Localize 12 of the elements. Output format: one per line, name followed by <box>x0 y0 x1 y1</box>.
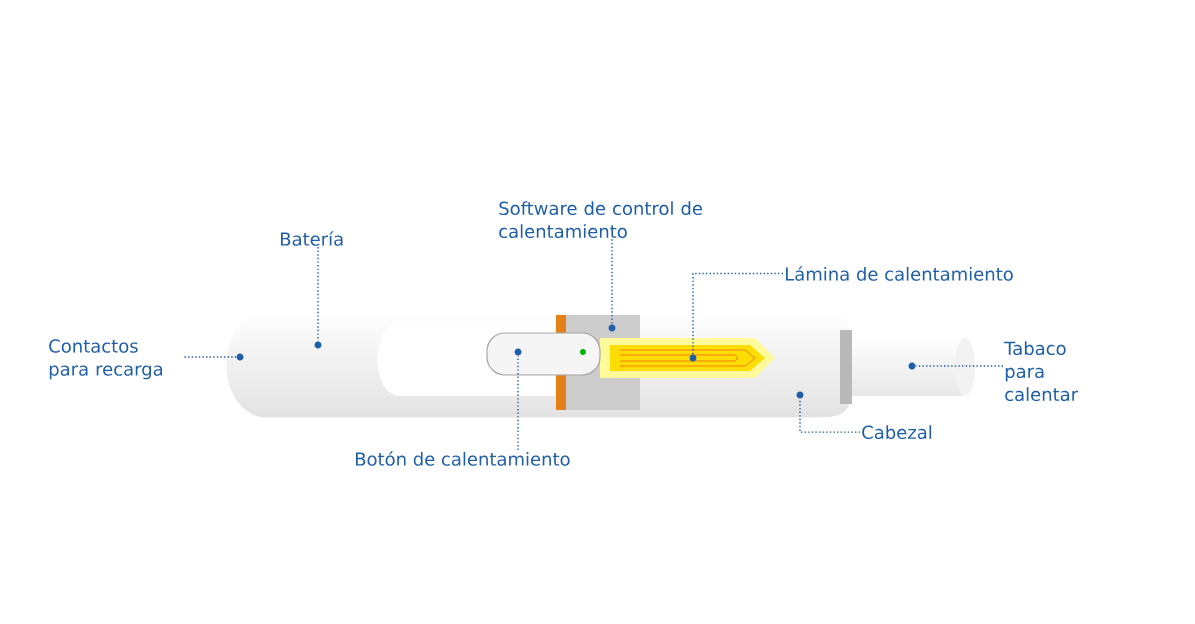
leader-line <box>692 272 784 355</box>
leader-line <box>799 398 861 433</box>
callout-label: Contactos para recarga <box>49 339 162 380</box>
callout-label: Lámina de calentamiento <box>785 266 1013 281</box>
callout-label: Batería <box>281 231 343 246</box>
callout-label: Botón de calentamiento <box>356 451 570 466</box>
callout-label: Tabaco para calentar <box>1004 341 1079 402</box>
callout-label: Cabezal <box>862 425 932 440</box>
leader-line <box>611 238 613 325</box>
leader-line <box>183 356 237 358</box>
callout-label: Software de control de calentamiento <box>499 201 702 239</box>
leader-line <box>915 365 1004 367</box>
